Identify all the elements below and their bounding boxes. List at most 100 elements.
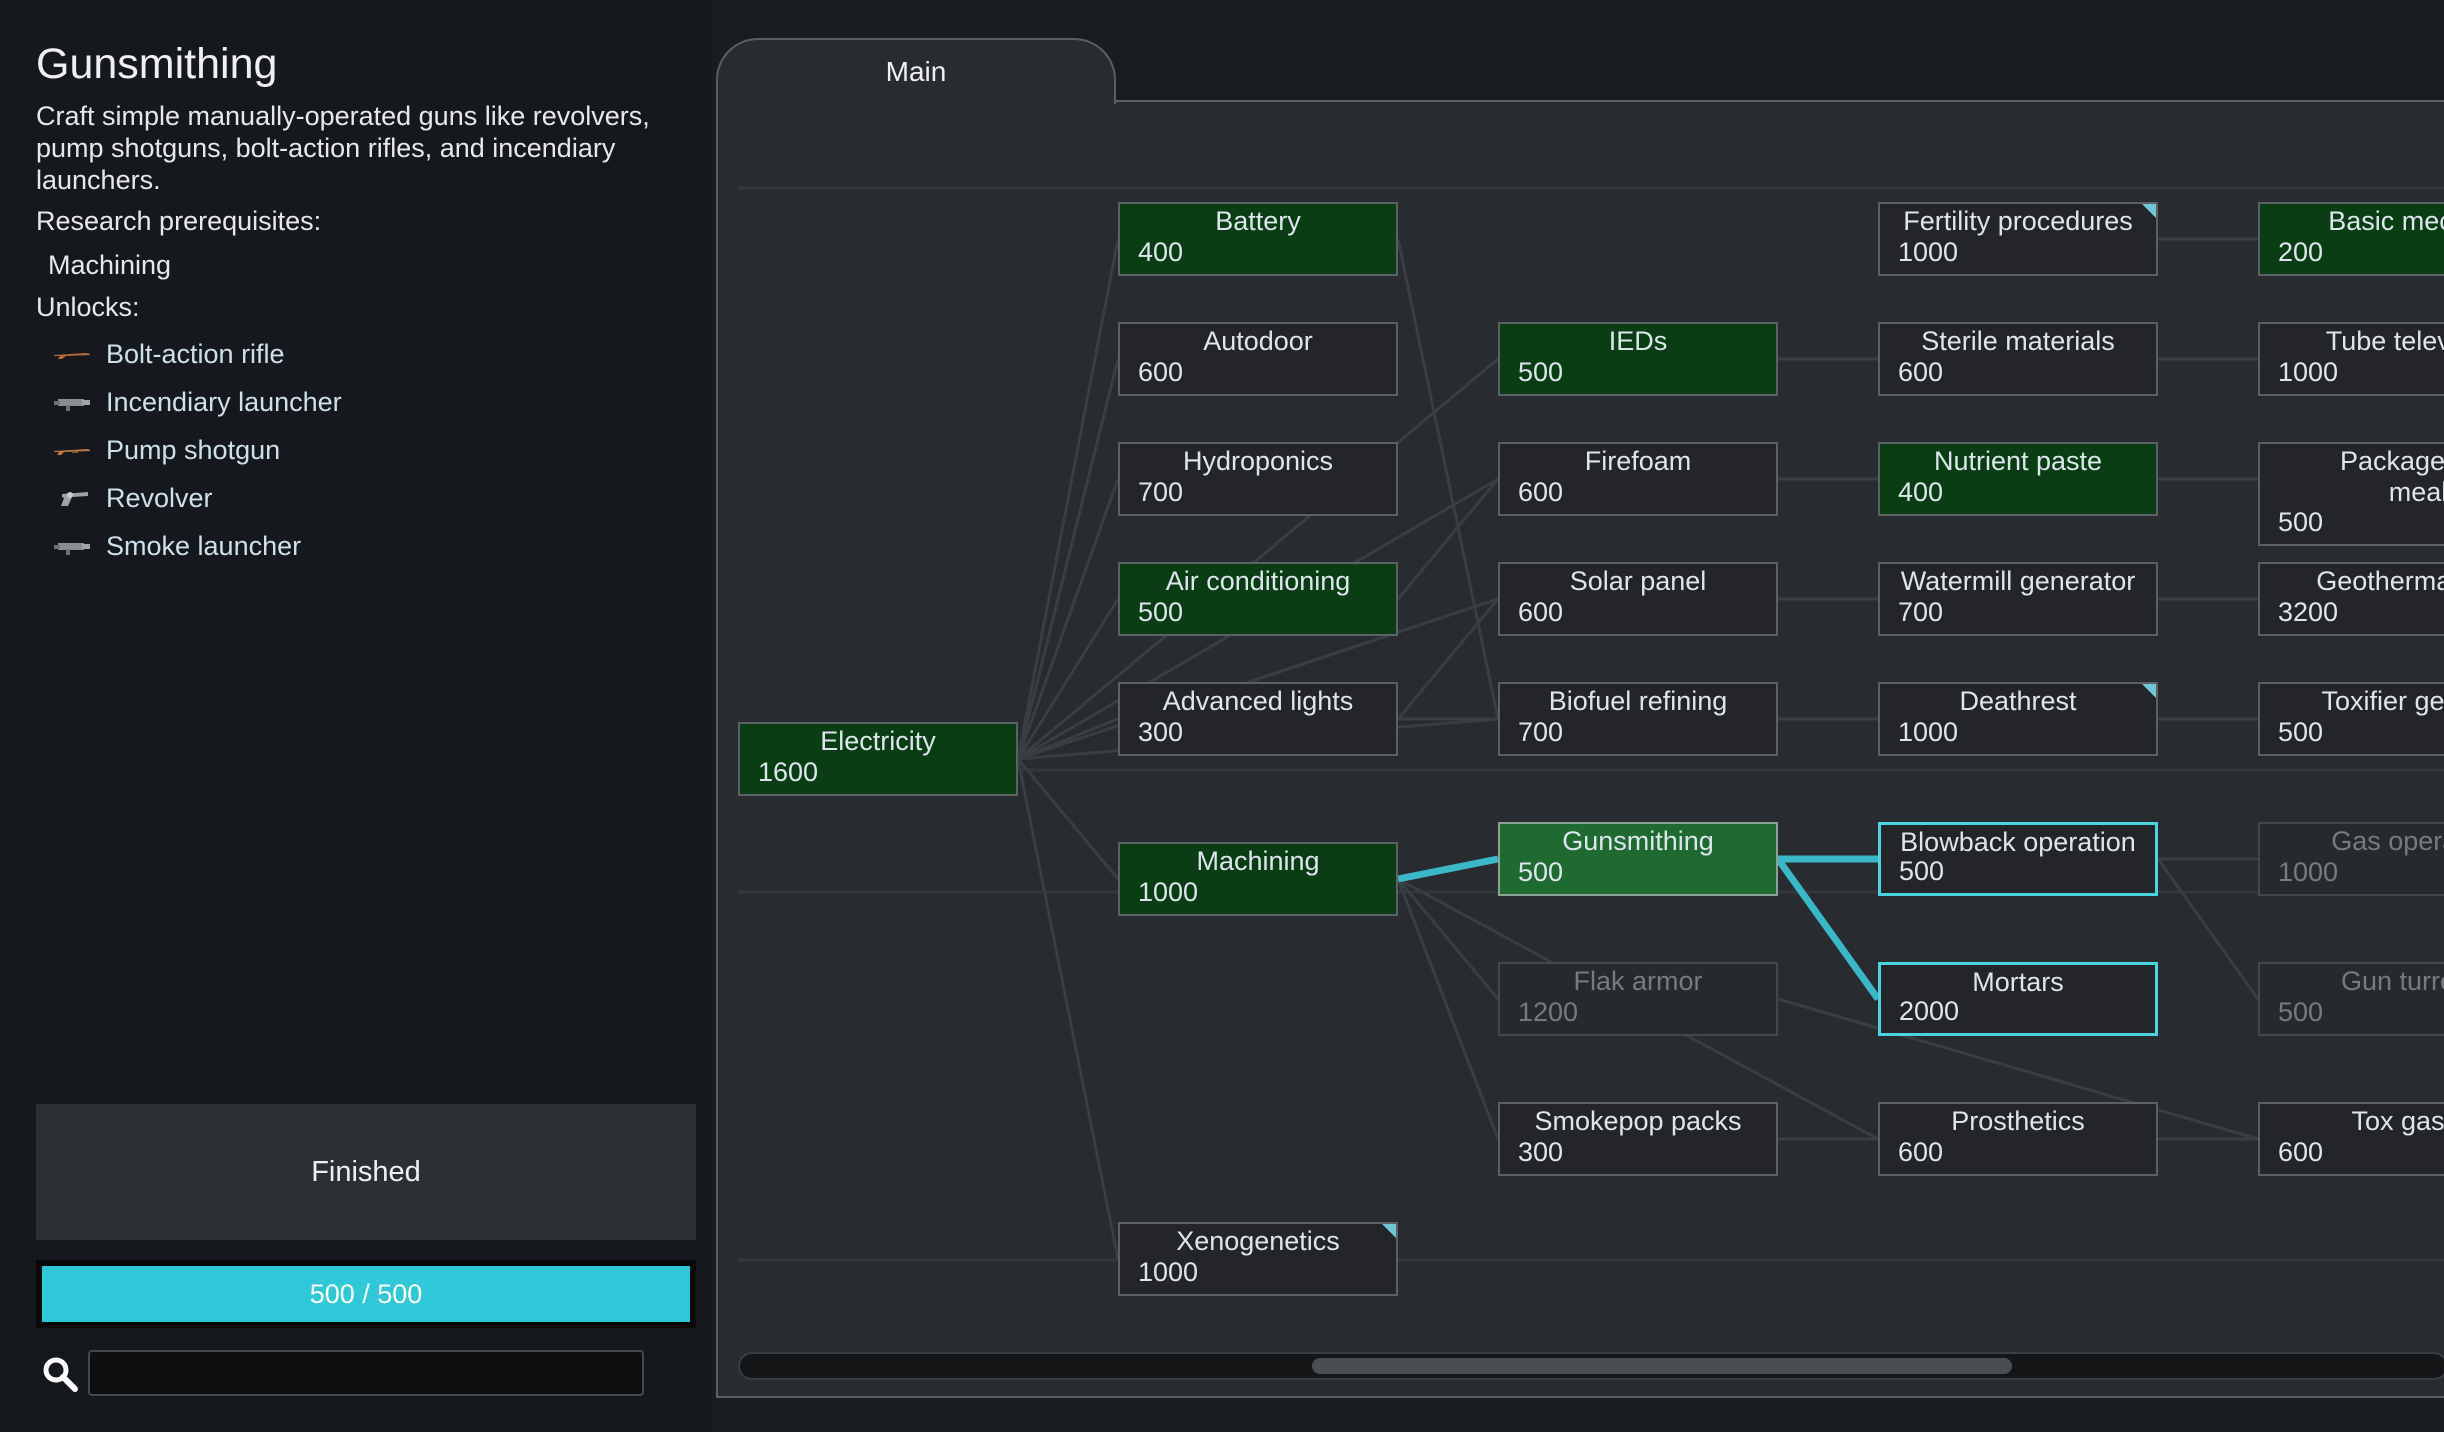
- tab-label: Main: [885, 56, 947, 87]
- unlock-item-incendiary-launcher[interactable]: Incendiary launcher: [52, 382, 342, 422]
- search-input[interactable]: [88, 1350, 644, 1396]
- node-label: Xenogenetics: [1176, 1226, 1340, 1256]
- unlock-label: Revolver: [106, 482, 213, 513]
- node-cost: 1600: [758, 757, 819, 787]
- node-cost: 500: [2278, 997, 2324, 1027]
- node-cost: 700: [1518, 717, 1564, 747]
- shotgun-icon: [54, 449, 90, 455]
- node-label: Geothermal p: [2316, 566, 2444, 596]
- node-cost: 600: [1898, 357, 1944, 387]
- research-node-toxifier[interactable]: Toxifier gene500: [2258, 682, 2444, 756]
- node-cost: 2000: [1899, 996, 1960, 1026]
- connection-line: [1777, 997, 2259, 1141]
- node-label: Firefoam: [1584, 446, 1692, 476]
- connection-line: [1017, 597, 1499, 761]
- unlock-label: Bolt-action rifle: [106, 338, 285, 369]
- node-label: Packaged su meal: [2339, 446, 2444, 507]
- node-cost: 500: [1899, 856, 1945, 886]
- connection-line: [1396, 878, 1500, 1000]
- progress-fill: 500 / 500: [42, 1266, 690, 1322]
- node-label: Tube televis: [2325, 326, 2444, 356]
- research-node-gasop[interactable]: Gas operat1000: [2258, 822, 2444, 896]
- launcher-icon: [54, 399, 90, 411]
- unlock-label: Smoke launcher: [106, 530, 302, 561]
- node-label: Hydroponics: [1182, 446, 1334, 476]
- node-cost: 700: [1898, 597, 1944, 627]
- node-label: Deathrest: [1959, 686, 2077, 716]
- connection-line: [1016, 758, 1120, 880]
- horizontal-scrollbar[interactable]: [738, 1352, 2444, 1380]
- node-cost: 3200: [2278, 597, 2339, 627]
- tab-main[interactable]: Main: [716, 38, 1116, 104]
- connection-line: [1396, 598, 1500, 720]
- node-cost: 500: [1518, 357, 1564, 387]
- connection-line: [1016, 478, 1120, 760]
- node-cost: 1200: [1518, 997, 1579, 1027]
- node-label: Prosthetics: [1951, 1106, 2085, 1136]
- node-cost: 600: [2278, 1137, 2324, 1167]
- research-progress-bar: 500 / 500: [36, 1260, 696, 1328]
- connection-line: [1016, 598, 1120, 760]
- node-marker: [2142, 204, 2156, 218]
- research-node-mortars[interactable]: Mortars 2000: [1878, 962, 2158, 1036]
- scrollbar-thumb[interactable]: [1312, 1358, 2012, 1374]
- node-cost: 300: [1138, 717, 1184, 747]
- connection-line: [1396, 238, 1500, 720]
- research-status-box: Finished: [36, 1104, 696, 1240]
- unlock-item-pump-shotgun[interactable]: Pump shotgun: [52, 430, 280, 470]
- tab-join: [718, 98, 1114, 104]
- node-cost: 500: [1138, 597, 1184, 627]
- connection-line: [1016, 238, 1120, 760]
- unlock-item-revolver[interactable]: Revolver: [52, 478, 213, 518]
- connection-line: [1016, 758, 1120, 1260]
- unlock-item-smoke-launcher[interactable]: Smoke launcher: [52, 526, 301, 566]
- node-label: Mortars: [1972, 967, 2064, 997]
- node-label: Battery: [1215, 206, 1301, 236]
- connection-line: [1396, 878, 1500, 1140]
- prerequisite-item[interactable]: Machining: [48, 250, 172, 280]
- connection-line: [1016, 358, 1120, 760]
- node-label: Flak armor: [1573, 966, 1703, 996]
- project-description: Craft simple manually-operated guns like…: [36, 101, 650, 195]
- node-marker: [1382, 1224, 1396, 1238]
- research-node-tubetv[interactable]: Tube televis1000: [2258, 322, 2444, 396]
- node-cost: 300: [1518, 1137, 1564, 1167]
- node-cost: 500: [1518, 857, 1564, 887]
- rifle-icon: [54, 353, 90, 359]
- research-node-geothermal[interactable]: Geothermal p3200: [2258, 562, 2444, 636]
- unlock-item-bolt-action-rifle[interactable]: Bolt-action rifle: [52, 334, 285, 374]
- node-label: Toxifier gene: [2321, 686, 2444, 716]
- node-label: Biofuel refining: [1548, 686, 1728, 716]
- node-label: Gas operat: [2331, 826, 2444, 856]
- node-label: Tox gas: [2351, 1106, 2444, 1136]
- research-node-toxgas[interactable]: Tox gas 600: [2258, 1102, 2444, 1176]
- research-node-basicmech[interactable]: Basic mech200: [2258, 202, 2444, 276]
- node-marker: [2142, 684, 2156, 698]
- connection-line: [1396, 478, 1500, 600]
